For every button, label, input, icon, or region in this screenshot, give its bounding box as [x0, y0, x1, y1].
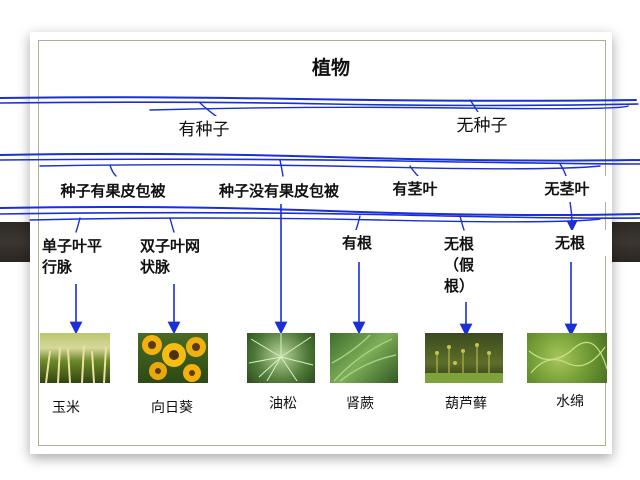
pen-scribbles: [0, 96, 640, 233]
alga-caption: 水绵: [548, 391, 592, 413]
dicot-label: 双子叶网状脉: [140, 236, 206, 280]
sunflower-icon: [142, 335, 206, 382]
fern-icon: [331, 334, 397, 382]
pseudo-root-label: 无根（假根）: [444, 234, 490, 300]
seed-plants-label: 有种子: [158, 116, 250, 144]
arrows: [69, 183, 578, 337]
moss-icon: [425, 343, 503, 383]
no-stem-leaf-label: 无茎叶: [528, 176, 606, 202]
corn-icon: [45, 344, 107, 383]
angiosperm-label: 种子有果皮包被: [44, 178, 182, 204]
alga-icon: [528, 341, 607, 374]
stem-leaf-label: 有茎叶: [375, 176, 455, 202]
fern-caption: 肾蕨: [338, 393, 382, 415]
sunflower-caption: 向日葵: [143, 397, 201, 419]
has-root-label: 有根: [316, 230, 398, 256]
root-label: 植物: [290, 52, 372, 84]
monocot-label: 单子叶平行脉: [42, 236, 108, 280]
seedless-plants-label: 无种子: [436, 112, 528, 140]
pine-needles-icon: [248, 333, 314, 382]
spirogyra-photo: [527, 333, 607, 383]
corn-photo: [40, 333, 110, 383]
pine-caption: 油松: [261, 393, 305, 415]
gymnosperm-label: 种子没有果皮包被: [203, 178, 355, 204]
corn-caption: 玉米: [44, 397, 88, 419]
moss-caption: 葫芦藓: [436, 393, 496, 415]
fern-photo: [330, 333, 398, 383]
moss-photo: [425, 333, 503, 383]
sunflower-photo: [138, 333, 208, 383]
no-root-label: 无根: [530, 230, 610, 256]
pine-photo: [247, 333, 315, 383]
